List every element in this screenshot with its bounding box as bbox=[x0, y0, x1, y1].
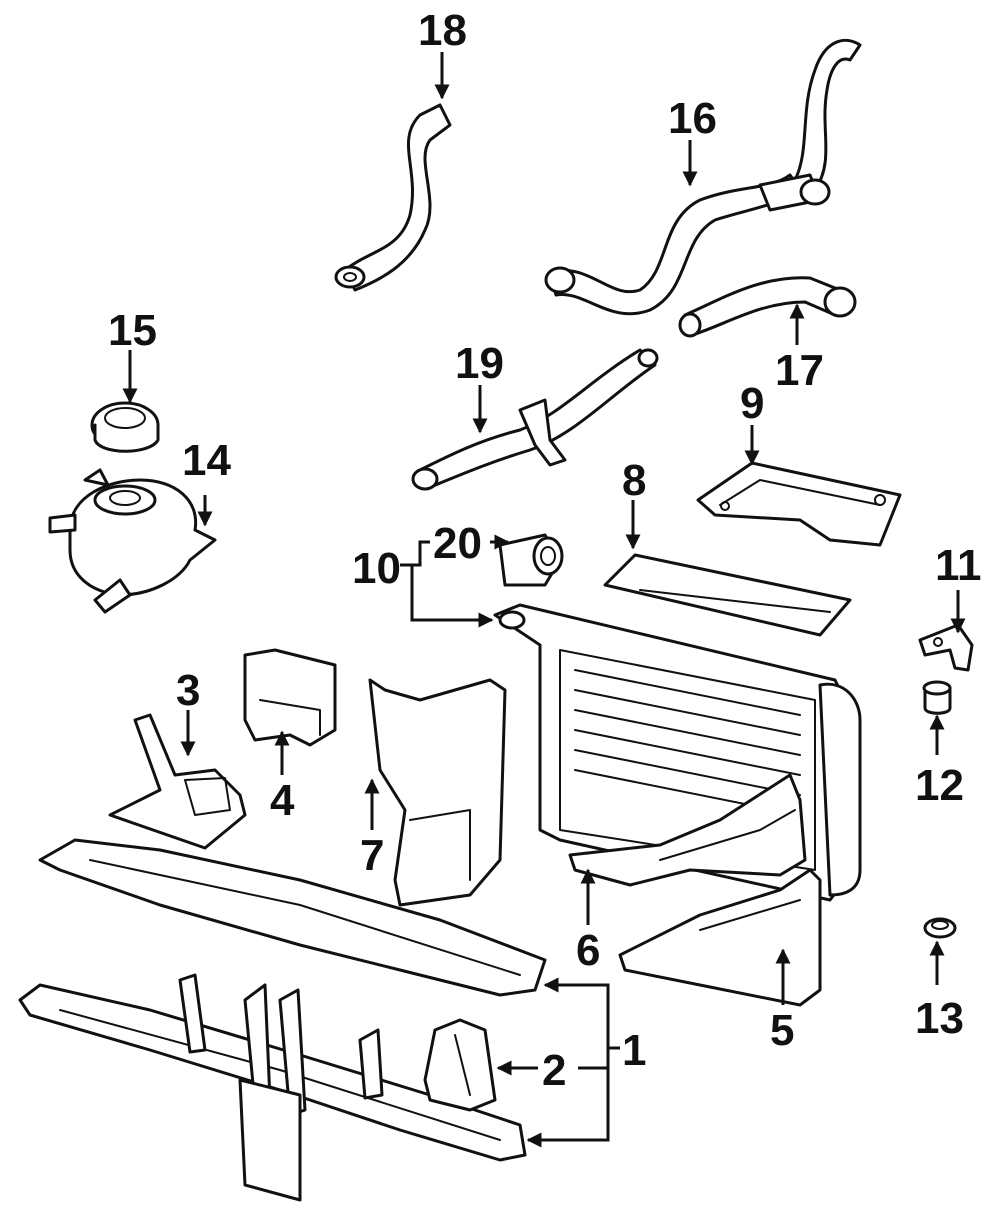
hose-18 bbox=[334, 103, 452, 292]
cap-15 bbox=[90, 401, 160, 453]
callout-13: 13 bbox=[915, 994, 964, 1043]
bracket-3 bbox=[108, 713, 247, 850]
mount-12 bbox=[922, 680, 952, 715]
callout-12: 12 bbox=[915, 761, 964, 810]
callout-2: 2 bbox=[542, 1046, 566, 1095]
callout-10: 10 bbox=[352, 544, 401, 593]
leader-lines bbox=[122, 52, 966, 1148]
callout-15: 15 bbox=[108, 306, 157, 355]
callout-3: 3 bbox=[176, 666, 200, 715]
pipe-19 bbox=[411, 348, 659, 491]
cover-9 bbox=[696, 461, 902, 547]
tank-14 bbox=[48, 468, 217, 614]
callout-20: 20 bbox=[433, 519, 482, 568]
hose-17 bbox=[678, 276, 857, 338]
bracket-11 bbox=[918, 623, 974, 672]
duct-6 bbox=[568, 773, 807, 887]
callout-4: 4 bbox=[270, 776, 295, 825]
callout-8: 8 bbox=[622, 456, 646, 505]
callout-labels: 18 16 17 19 15 14 9 8 20 10 11 12 13 3 4… bbox=[108, 6, 982, 1095]
callout-16: 16 bbox=[668, 94, 717, 143]
callout-7: 7 bbox=[360, 831, 384, 880]
callout-6: 6 bbox=[576, 926, 600, 975]
grommet-13 bbox=[923, 917, 957, 939]
hose-16 bbox=[544, 38, 862, 316]
duct-5 bbox=[618, 868, 822, 1007]
callout-14: 14 bbox=[182, 436, 231, 485]
panel-7 bbox=[368, 678, 507, 907]
strip-8 bbox=[603, 553, 852, 637]
callout-5: 5 bbox=[770, 1006, 794, 1055]
bracket-2 bbox=[423, 1018, 497, 1112]
callout-17: 17 bbox=[775, 346, 824, 395]
fitting-20 bbox=[498, 533, 564, 587]
callout-1: 1 bbox=[622, 1026, 646, 1075]
callout-18: 18 bbox=[418, 6, 467, 55]
crossmember-1-upper bbox=[38, 838, 547, 997]
callout-19: 19 bbox=[455, 339, 504, 388]
bracket-4 bbox=[243, 648, 337, 747]
crossmember-1-lower bbox=[18, 973, 527, 1202]
callout-9: 9 bbox=[740, 379, 764, 428]
callout-11: 11 bbox=[935, 541, 982, 590]
